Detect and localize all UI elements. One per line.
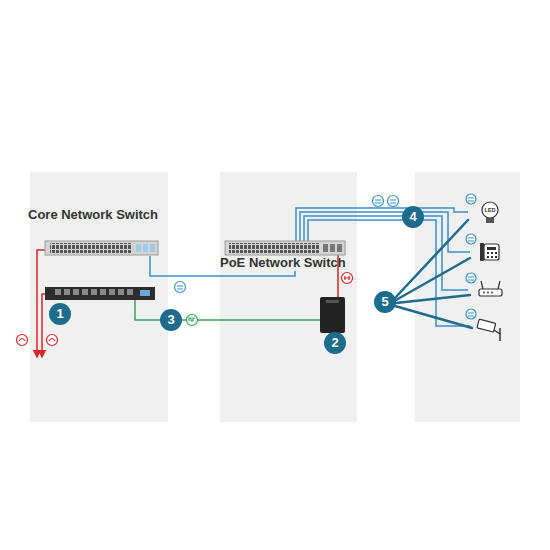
midspan-illustration [140, 290, 150, 296]
device-label: LED [485, 207, 496, 213]
switch-name: Core Network Switch [28, 207, 168, 223]
ip-phone [495, 252, 497, 254]
data-icon [373, 196, 384, 207]
ip-phone [480, 243, 484, 261]
ip-camera [494, 328, 500, 341]
core-switch-illustration [50, 243, 132, 253]
power-cable [42, 294, 46, 354]
core-switch-illustration [136, 244, 141, 252]
callout-leader [396, 258, 470, 300]
ip-phone [487, 252, 489, 254]
data-icon [468, 238, 474, 241]
midspan-illustration [45, 287, 155, 300]
data-icon [468, 313, 474, 316]
callout-number: 3 [160, 309, 182, 331]
led-bulb [482, 202, 498, 218]
led-bulb [482, 202, 498, 223]
core-switch-illustration [150, 244, 155, 252]
switch-node: Core Network Switch [28, 207, 168, 256]
wireless-router [479, 281, 502, 296]
ip-phone [487, 256, 489, 258]
power-icon [47, 335, 58, 346]
data-icon [175, 282, 186, 293]
panel [220, 172, 357, 422]
data-icon [468, 198, 474, 201]
panel [415, 172, 520, 422]
midspan-illustration [45, 287, 155, 300]
callout-leader [396, 295, 470, 303]
dc-icon [187, 315, 198, 326]
wireless-router [481, 281, 500, 289]
ip-phone [487, 247, 496, 250]
led-bulb [486, 218, 494, 223]
core-switch-illustration [45, 241, 158, 255]
poe-switch-illustration [225, 241, 345, 255]
switch-node: PoE Network Switch [220, 240, 357, 271]
data-icon [375, 200, 381, 203]
power-icon [17, 335, 28, 346]
wireless-router [483, 292, 485, 294]
data-icon [466, 194, 476, 204]
ups-illustration [320, 297, 345, 333]
ups-illustration [326, 300, 339, 303]
callout-leader [395, 306, 472, 328]
ip-phone [491, 256, 493, 258]
core-switch-illustration [45, 241, 158, 255]
power-icon [344, 276, 350, 280]
data-icon [466, 309, 476, 319]
wireless-router [479, 289, 502, 296]
poe-switch-illustration [330, 244, 335, 252]
data-icon [466, 234, 476, 244]
ip-phone [484, 244, 499, 260]
data-icon [390, 200, 396, 203]
callout-number: 1 [49, 303, 71, 325]
power-icon [49, 339, 55, 342]
power-icon [342, 273, 353, 284]
dc-icon [189, 318, 195, 321]
poe-switch-illustration [323, 244, 328, 252]
ip-phone [491, 252, 493, 254]
callout-number: 5 [374, 291, 396, 313]
switch-name: PoE Network Switch [220, 255, 357, 271]
callout-leader [395, 220, 472, 328]
callout-number: 4 [402, 206, 424, 228]
power-icon [17, 273, 353, 346]
dc-icon [187, 315, 198, 326]
wireless-router [491, 292, 493, 294]
data-icon [468, 277, 474, 280]
ip-phone [495, 256, 497, 258]
power-icon [19, 339, 25, 342]
data-icon [175, 194, 477, 319]
poe-switch-illustration [337, 244, 342, 252]
poe-switch-illustration [229, 243, 319, 253]
data-icon [177, 286, 183, 289]
ip-camera [477, 319, 496, 332]
data-icon [388, 196, 399, 207]
data-icon [466, 273, 476, 283]
midspan-illustration [52, 289, 133, 298]
ip-camera [477, 319, 500, 341]
core-switch-illustration [143, 244, 148, 252]
poe-switch-illustration [225, 241, 345, 255]
power-cable [37, 250, 46, 354]
ip-phone [480, 243, 499, 261]
wireless-router [487, 292, 489, 294]
ups-illustration [320, 297, 345, 333]
callout-number: 2 [324, 332, 346, 354]
callout-leader [395, 220, 468, 298]
